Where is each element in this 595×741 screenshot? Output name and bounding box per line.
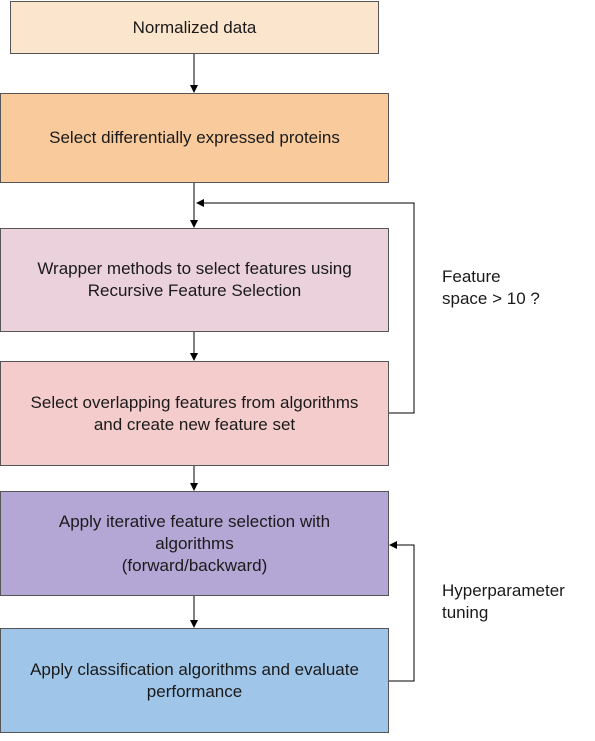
note-feature-space-line-2: space > 10 ? bbox=[442, 289, 540, 308]
box-select-differentially-expressed: Select differentially expressed proteins bbox=[0, 93, 389, 183]
box-iterative-feature-selection-line-2: algorithms bbox=[155, 533, 234, 553]
feedback-loop-hyperparameter bbox=[389, 541, 415, 682]
box-iterative-feature-selection: Apply iterative feature selection with a… bbox=[0, 491, 389, 596]
box-iterative-feature-selection-line-3: (forward/backward) bbox=[121, 555, 268, 575]
box-normalized-data: Normalized data bbox=[10, 1, 379, 54]
note-hyperparameter-tuning-line-1: Hyperparameter bbox=[442, 581, 565, 600]
box-classification: Apply classification algorithms and eval… bbox=[0, 628, 389, 733]
feedback-loop-feature-space bbox=[196, 199, 415, 414]
note-feature-space: Feature space > 10 ? bbox=[442, 266, 540, 310]
box-wrapper-methods-line-2: Recursive Feature Selection bbox=[87, 281, 302, 300]
box-select-overlapping-features-line-1: Select overlapping features from algorit… bbox=[30, 392, 359, 412]
box-classification-line-2: performance bbox=[146, 681, 243, 701]
box-wrapper-methods-line-1: Wrapper methods to select features using bbox=[37, 259, 352, 278]
box-normalized-data-line-1: Normalized data bbox=[132, 17, 257, 37]
box-classification-line-1: Apply classification algorithms and eval… bbox=[30, 659, 359, 679]
box-select-differentially-expressed-line-1: Select differentially expressed proteins bbox=[49, 128, 340, 147]
box-wrapper-methods: Wrapper methods to select features using… bbox=[0, 228, 389, 332]
box-iterative-feature-selection-line-1: Apply iterative feature selection with bbox=[58, 511, 331, 531]
note-feature-space-line-1: Feature bbox=[442, 267, 501, 286]
box-select-overlapping-features: Select overlapping features from algorit… bbox=[0, 361, 389, 466]
box-select-overlapping-features-line-2: and create new feature set bbox=[93, 414, 296, 434]
note-hyperparameter-tuning: Hyperparameter tuning bbox=[442, 580, 565, 624]
note-hyperparameter-tuning-line-2: tuning bbox=[442, 603, 489, 622]
